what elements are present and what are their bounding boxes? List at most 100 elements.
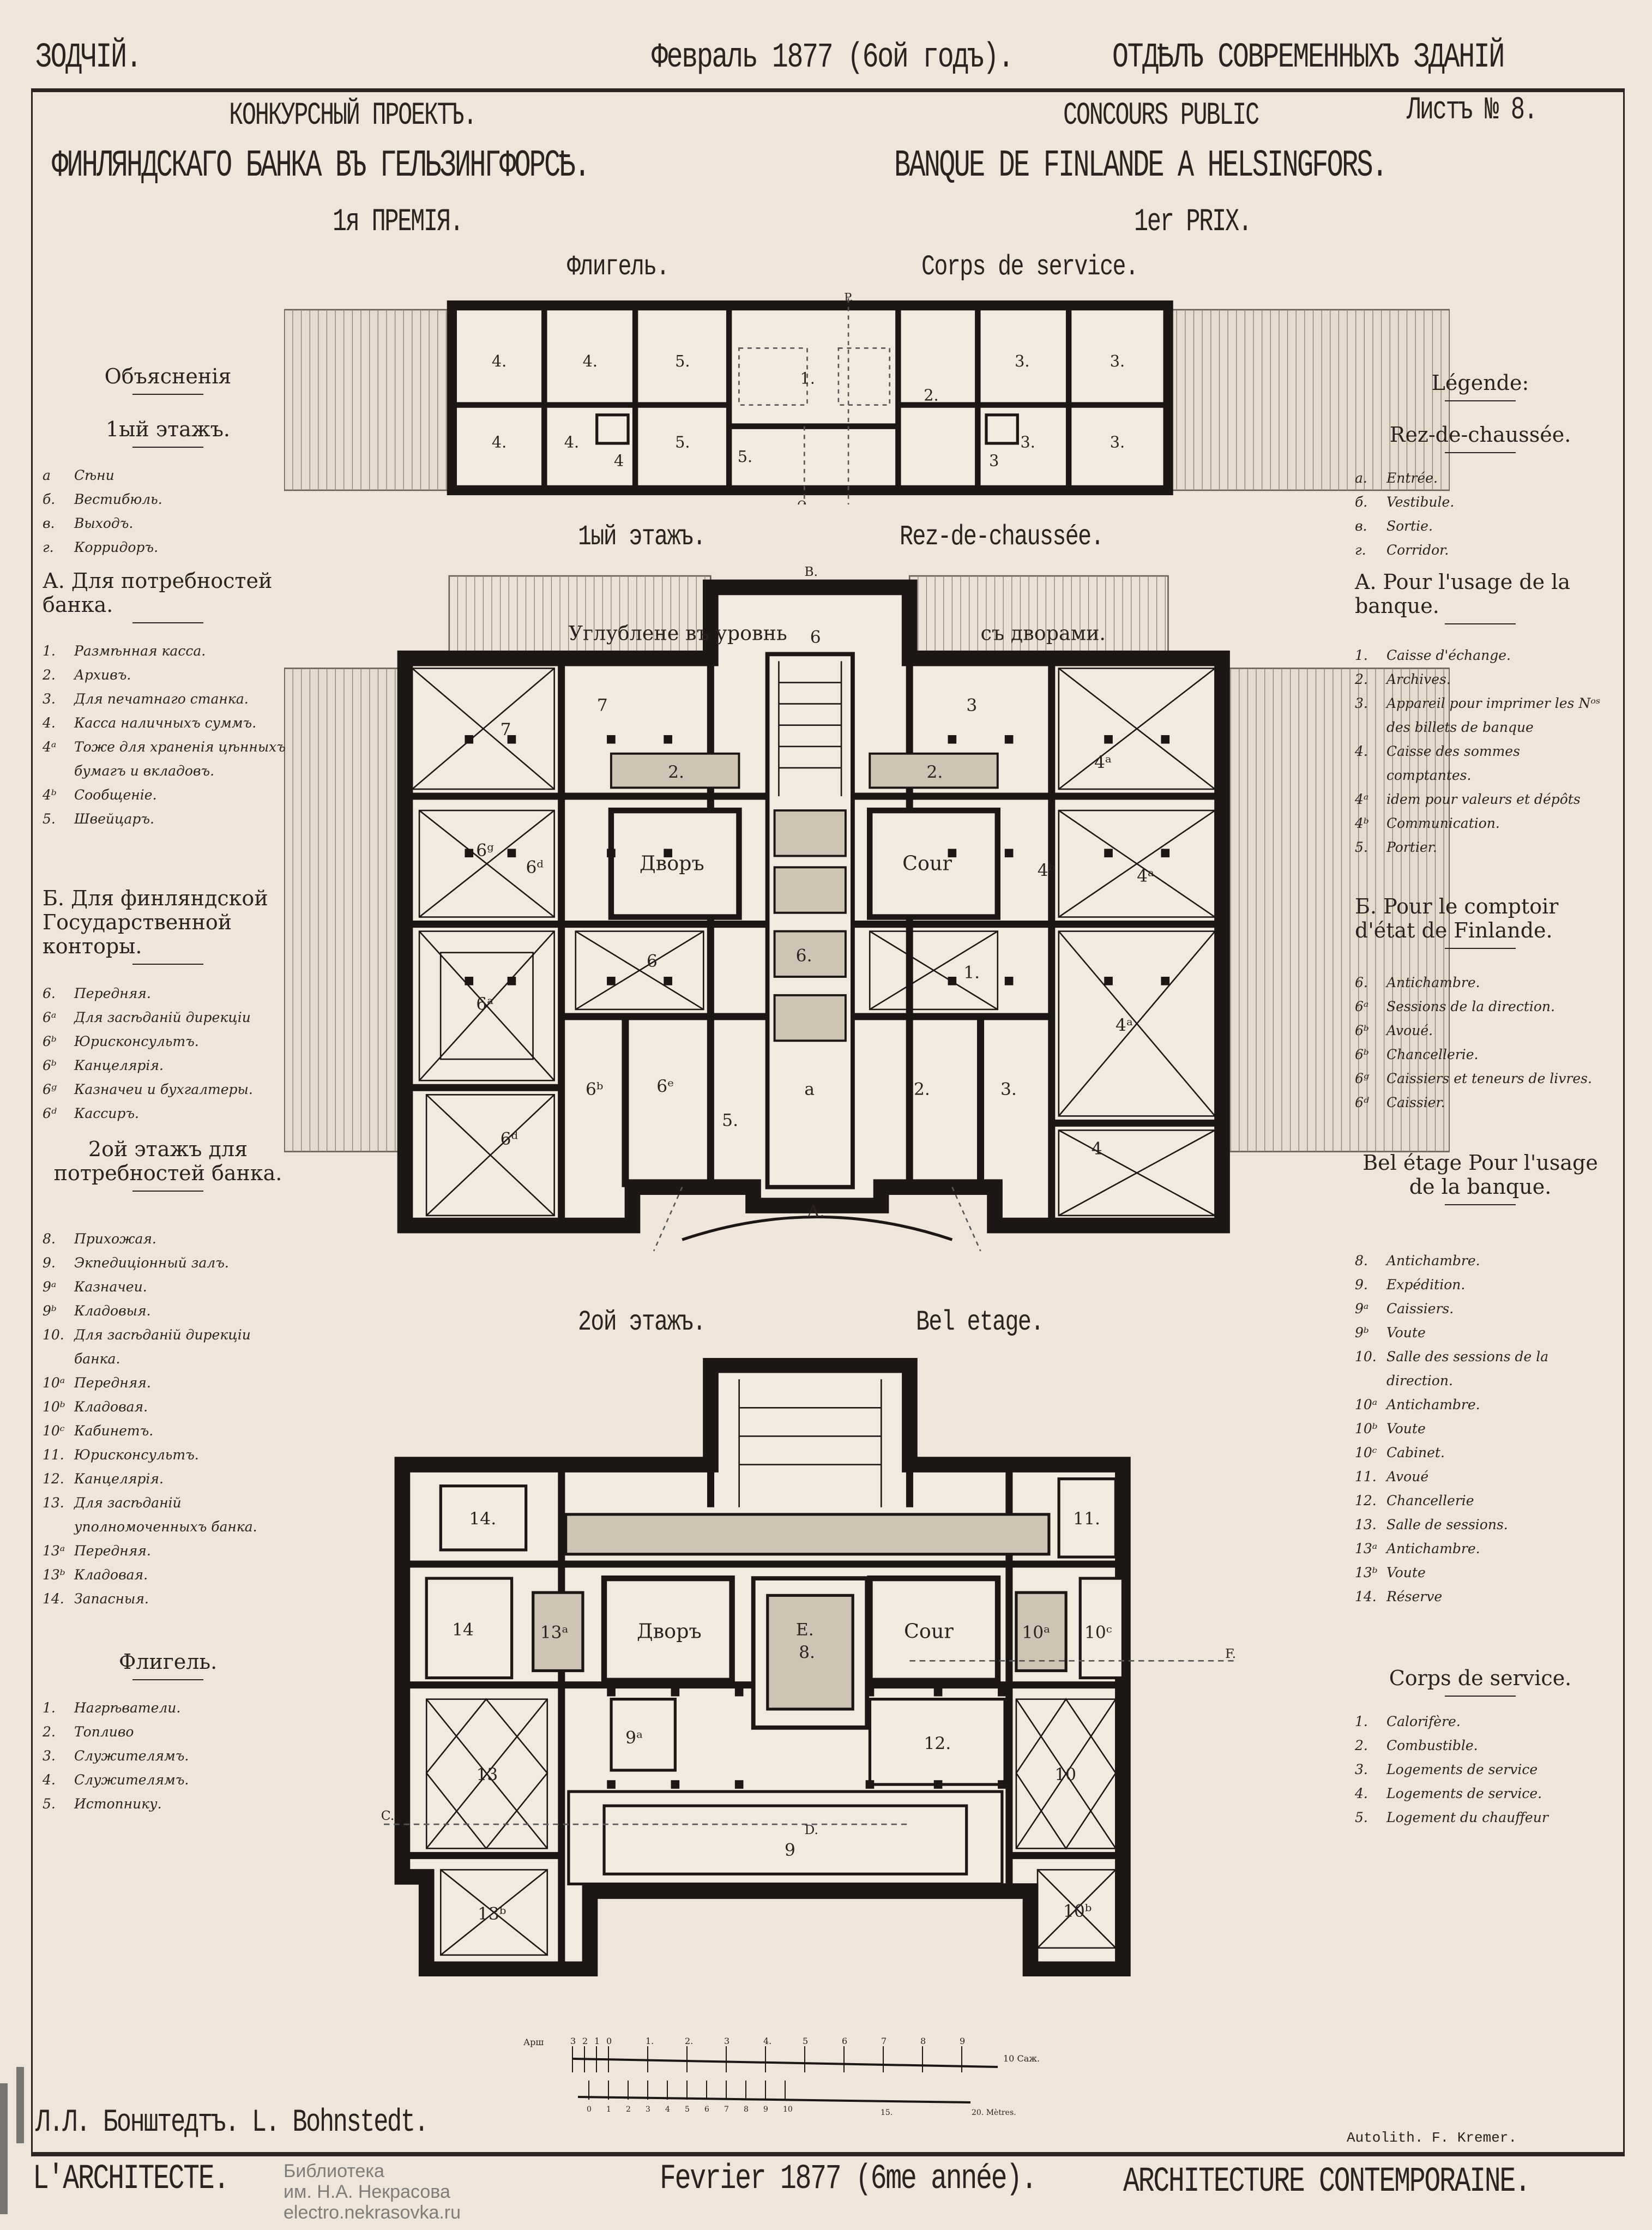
- legend-item-text: Канцелярія.: [74, 1057, 164, 1073]
- legend-item-text: Казначеи.: [74, 1279, 147, 1295]
- legend-item: 2.Топливо: [43, 1720, 293, 1744]
- legend-item: 6.Antichambre.: [1355, 971, 1606, 995]
- scale-tick-label: 3: [646, 2105, 650, 2114]
- room-label: 6ᵃ: [476, 994, 493, 1014]
- pier: [507, 976, 516, 985]
- pier: [998, 1780, 1006, 1789]
- legend-wing-heading: Corps de service.: [1355, 1666, 1606, 1697]
- legend-item-key: 6ᵇ: [1355, 1023, 1369, 1038]
- courtyard-right: [866, 807, 1000, 920]
- pier: [465, 849, 474, 858]
- room-label: 2.: [926, 762, 943, 782]
- legend-item-text: Экпедиціонный залъ.: [74, 1255, 229, 1271]
- pier: [865, 1687, 875, 1697]
- legend-item-key: 14.: [43, 1591, 64, 1607]
- terrace-left: [284, 309, 453, 491]
- watermark-bar: [16, 2067, 24, 2143]
- courtyard-label-ru: Дворъ: [637, 1620, 702, 1643]
- legend-item-text: Канцелярія.: [74, 1471, 164, 1487]
- pier: [664, 849, 672, 858]
- legend-item-key: 10ᵇ: [1355, 1421, 1378, 1436]
- legend-item-key: 6ᵍ: [1355, 1071, 1369, 1086]
- legend-item-text: Réserve: [1386, 1589, 1443, 1604]
- legend-item-key: 6ᵃ: [43, 1009, 57, 1025]
- scale-tick-label: 5: [685, 2105, 690, 2114]
- legend-item-text: Caisse des sommes comptantes.: [1386, 743, 1520, 783]
- legend-item-key: б.: [43, 491, 56, 507]
- legend-item-text: Archives.: [1386, 671, 1451, 687]
- corridor-strip: [564, 1513, 1051, 1556]
- scale-tick-label: 3: [724, 2036, 729, 2046]
- legend-item-text: Logements de service.: [1386, 1786, 1542, 1801]
- legend-item-key: 10ᵃ: [43, 1375, 65, 1391]
- scale-tick-label: 3: [570, 2036, 576, 2046]
- legend-item: б.Вестибюль.: [43, 488, 293, 512]
- legend-floor2-heading: 2ой этажъ для потребностей банка.: [43, 1137, 293, 1192]
- pier: [1161, 976, 1170, 985]
- terrace-left: [284, 668, 406, 1152]
- legend-item-key: 10ᶜ: [1355, 1445, 1377, 1460]
- room-label: 8.: [799, 1643, 815, 1662]
- section-mark: F.: [1225, 1646, 1236, 1661]
- legend-item-key: г.: [1355, 542, 1366, 558]
- sheet-number: Листъ № 8.: [1407, 93, 1538, 128]
- wing-caption-fr: Corps de service.: [921, 251, 1139, 283]
- legend-item-key: б.: [1355, 494, 1368, 510]
- room-label: 1.: [800, 369, 815, 387]
- legend-item-key: 13.: [43, 1495, 64, 1511]
- legend-item-key: 1.: [1355, 647, 1368, 663]
- legend-item-key: 6ᵇ: [1355, 1047, 1369, 1062]
- legend-item: 10.Для засѣданій дирекціи банка.: [43, 1323, 293, 1371]
- room-label: 5.: [675, 433, 690, 452]
- vaulted-rooms: [411, 668, 1216, 1217]
- courtyard-right: [867, 1575, 1001, 1684]
- pier: [671, 1780, 680, 1789]
- legend-item-text: Expédition.: [1386, 1277, 1466, 1293]
- legend-item: 3.Appareil pour imprimer les Nᵒˢ des bil…: [1355, 692, 1606, 740]
- scale-tick-label: 8: [744, 2105, 749, 2114]
- legend-item-key: 4.: [43, 1772, 56, 1788]
- legend-item: б.Vestibule.: [1355, 490, 1606, 514]
- courtyard-label-fr: Cour: [902, 852, 952, 875]
- legend-item: 2.Архивъ.: [43, 663, 293, 687]
- bel-etage-plan: Дворъ Cour 14. 11. 14 13ᵃ E. 8. 10ᵃ 10ᶜ …: [381, 1358, 1237, 1976]
- legend-item-key: 13.: [1355, 1517, 1377, 1532]
- scale-unit: Арш: [523, 2037, 544, 2047]
- legend-item-text: Chancellerie.: [1386, 1047, 1479, 1062]
- watermark-line: им. Н.А. Некрасова: [284, 2181, 450, 2202]
- issue-date: Февраль 1877 (6ой годъ).: [652, 38, 1014, 77]
- legend-item: 5.Logement du chauffeur: [1355, 1806, 1606, 1830]
- legend-item-key: 12.: [1355, 1493, 1377, 1508]
- heading-text: А. Для потребностей банка.: [43, 569, 273, 617]
- pier: [465, 976, 474, 985]
- legend-item-key: 2.: [43, 1724, 56, 1740]
- bottom-rule: [31, 2152, 1625, 2156]
- court-label-left: Углублене въ уровнь: [569, 621, 787, 645]
- room-label: 5.: [738, 447, 752, 466]
- legend-item-key: 9.: [1355, 1277, 1368, 1293]
- legend-item-key: 1.: [43, 643, 56, 659]
- room-label: 6ᵈ: [501, 1129, 518, 1149]
- legend-item: 14.Réserve: [1355, 1585, 1606, 1609]
- legend-item-text: Кладовая.: [74, 1567, 148, 1583]
- legend-item: 1.Нагрѣватели.: [43, 1696, 293, 1720]
- legend-item-text: Размѣнная касса.: [74, 643, 206, 659]
- legend-item-text: Служителямъ.: [74, 1772, 189, 1788]
- legend-item-text: Тоже для храненія цѣнныхъ бумагъ и вклад…: [74, 739, 286, 779]
- stippled-strips: [610, 752, 999, 1042]
- legend-item-key: 3.: [43, 691, 56, 707]
- legend-item-key: 1.: [43, 1700, 56, 1716]
- library-watermark: Библиотека им. Н.А. Некрасова electro.ne…: [284, 2161, 461, 2223]
- legend-item-key: 9ᵃ: [1355, 1301, 1369, 1317]
- pier: [1161, 849, 1170, 858]
- issue-date-fr: Fevrier 1877 (6me année).: [660, 2160, 1038, 2199]
- legend-item: г.Corridor.: [1355, 538, 1606, 562]
